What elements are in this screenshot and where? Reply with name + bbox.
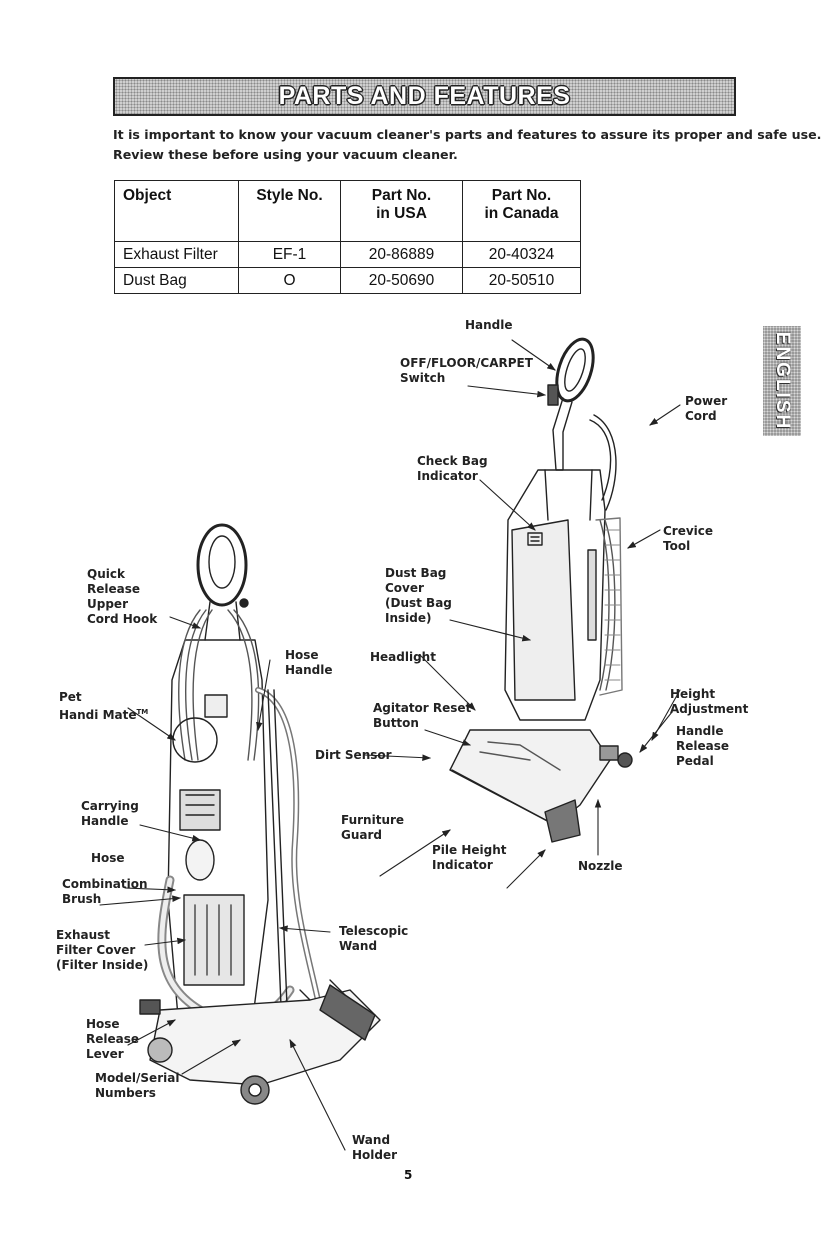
- table-cell: 20-50510: [462, 267, 581, 294]
- intro-text: It is important to know your vacuum clea…: [113, 125, 821, 165]
- header-object: Object: [114, 180, 239, 242]
- table-cell: Exhaust Filter: [114, 241, 239, 268]
- vacuum-front-illustration: [449, 337, 633, 843]
- table-cell: 20-50690: [340, 267, 463, 294]
- header-style-no: Style No.: [238, 180, 341, 242]
- header-part-canada: Part No.in Canada: [462, 180, 581, 242]
- table-cell: Dust Bag: [114, 267, 239, 294]
- leader-lines: [99, 339, 681, 1151]
- label-pet-handi-mate: Pet Handi MateTM: [59, 690, 149, 722]
- page-title: PARTS AND FEATURES: [278, 82, 571, 110]
- language-tab: ENGLISH: [763, 326, 801, 436]
- table-cell: 20-86889: [340, 241, 463, 268]
- page-number: 5: [404, 1168, 413, 1182]
- intro-line-1: It is important to know your vacuum clea…: [113, 127, 822, 142]
- title-banner: PARTS AND FEATURES: [113, 77, 736, 116]
- label-headlight: Headlight: [370, 650, 436, 664]
- label-dirt-sensor: Dirt Sensor: [315, 748, 392, 762]
- intro-line-2: Review these before using your vacuum cl…: [113, 147, 458, 162]
- parts-table: Object Style No. Part No.in USA Part No.…: [114, 180, 581, 294]
- table-cell: O: [238, 267, 341, 294]
- table-header-row: Object Style No. Part No.in USA Part No.…: [114, 180, 581, 242]
- table-row: Exhaust Filter EF-1 20-86889 20-40324: [114, 241, 581, 268]
- label-handle: Handle: [465, 318, 513, 332]
- table-row: Dust Bag O 20-50690 20-50510: [114, 267, 581, 294]
- label-hose: Hose: [91, 851, 125, 865]
- vacuum-back-illustration: [139, 523, 381, 1105]
- label-nozzle: Nozzle: [578, 859, 623, 873]
- header-part-usa: Part No.in USA: [340, 180, 463, 242]
